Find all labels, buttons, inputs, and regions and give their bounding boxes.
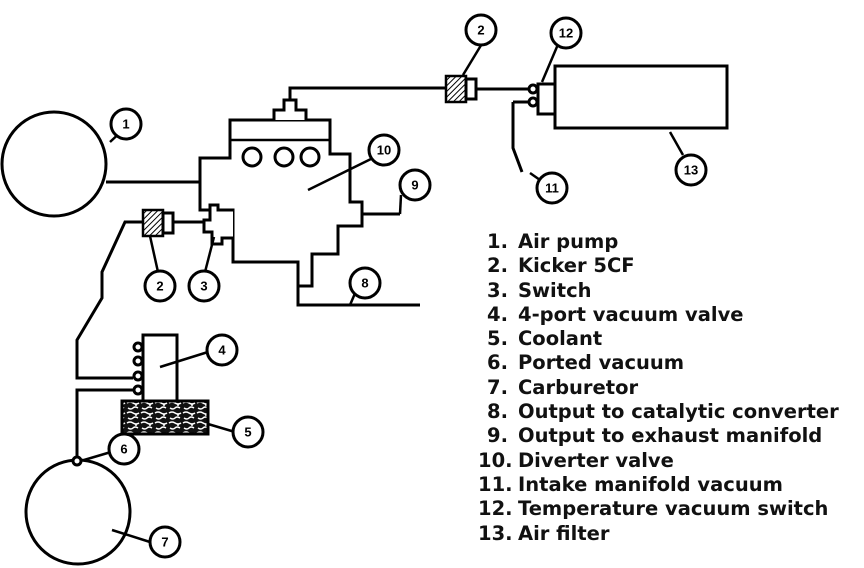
port-circle-1	[241, 146, 263, 168]
legend-item: 6.Ported vacuum	[487, 351, 685, 375]
callout-7: 7	[148, 525, 182, 559]
callout-8: 8	[348, 266, 382, 300]
kicker-left	[141, 208, 165, 238]
legend-item: 8.Output to catalytic converter	[487, 400, 839, 424]
callout-3: 3	[187, 269, 221, 303]
legend-item: 12.Temperature vacuum switch	[478, 497, 829, 521]
callout-11: 11	[535, 171, 569, 205]
coolant-block	[120, 399, 210, 436]
legend-item: 13.Air filter	[478, 521, 610, 545]
callout-2-top: 2	[464, 13, 498, 47]
intake-manifold-line	[511, 102, 524, 173]
svg-text:11: 11	[545, 181, 559, 196]
port-circle-3	[299, 146, 321, 168]
callout-4: 4	[205, 333, 239, 367]
callout-6: 6	[107, 432, 141, 466]
callout-1: 1	[109, 107, 143, 141]
legend-item: 11.Intake manifold vacuum	[478, 472, 783, 496]
svg-text:2: 2	[477, 23, 484, 38]
output-catalytic-line	[296, 286, 420, 307]
callout-13: 13	[674, 153, 708, 187]
svg-text:12: 12	[559, 26, 573, 41]
callout-5: 5	[231, 415, 265, 449]
callout-2-left: 2	[143, 269, 177, 303]
legend-item: 10.Diverter valve	[478, 448, 674, 472]
callout-9: 9	[398, 168, 432, 202]
svg-text:2: 2	[156, 279, 163, 294]
legend-item: 2.Kicker 5CF	[487, 254, 635, 278]
temperature-vacuum-switch	[536, 82, 557, 116]
air-pump	[0, 110, 108, 218]
callout-10: 10	[367, 133, 401, 167]
kicker-top	[444, 74, 468, 104]
legend-item: 9.Output to exhaust manifold	[487, 424, 823, 448]
carburetor	[24, 458, 132, 566]
legend-item: 5.Coolant	[487, 327, 603, 351]
svg-text:10: 10	[377, 143, 391, 158]
svg-text:8: 8	[361, 276, 368, 291]
legend: 1.Air pump 2.Kicker 5CF 3.Switch 4.4-por…	[478, 230, 839, 546]
svg-text:1: 1	[122, 117, 129, 132]
svg-text:13: 13	[684, 163, 698, 178]
svg-text:7: 7	[161, 535, 168, 550]
legend-item: 4.4-port vacuum valve	[487, 302, 744, 326]
svg-text:4: 4	[218, 343, 226, 358]
legend-item: 1.Air pump	[487, 230, 619, 253]
legend-item: 7.Carburetor	[487, 375, 639, 399]
callout-12: 12	[549, 16, 583, 50]
svg-text:9: 9	[411, 178, 418, 193]
svg-text:3: 3	[200, 279, 207, 294]
switch	[202, 203, 233, 246]
air-filter	[553, 64, 729, 130]
port-circle-2	[273, 146, 295, 168]
legend-item: 3.Switch	[487, 278, 592, 302]
diverter-valve	[198, 118, 364, 288]
four-port-vacuum-valve	[141, 333, 179, 403]
svg-text:6: 6	[120, 442, 127, 457]
svg-text:5: 5	[244, 425, 251, 440]
